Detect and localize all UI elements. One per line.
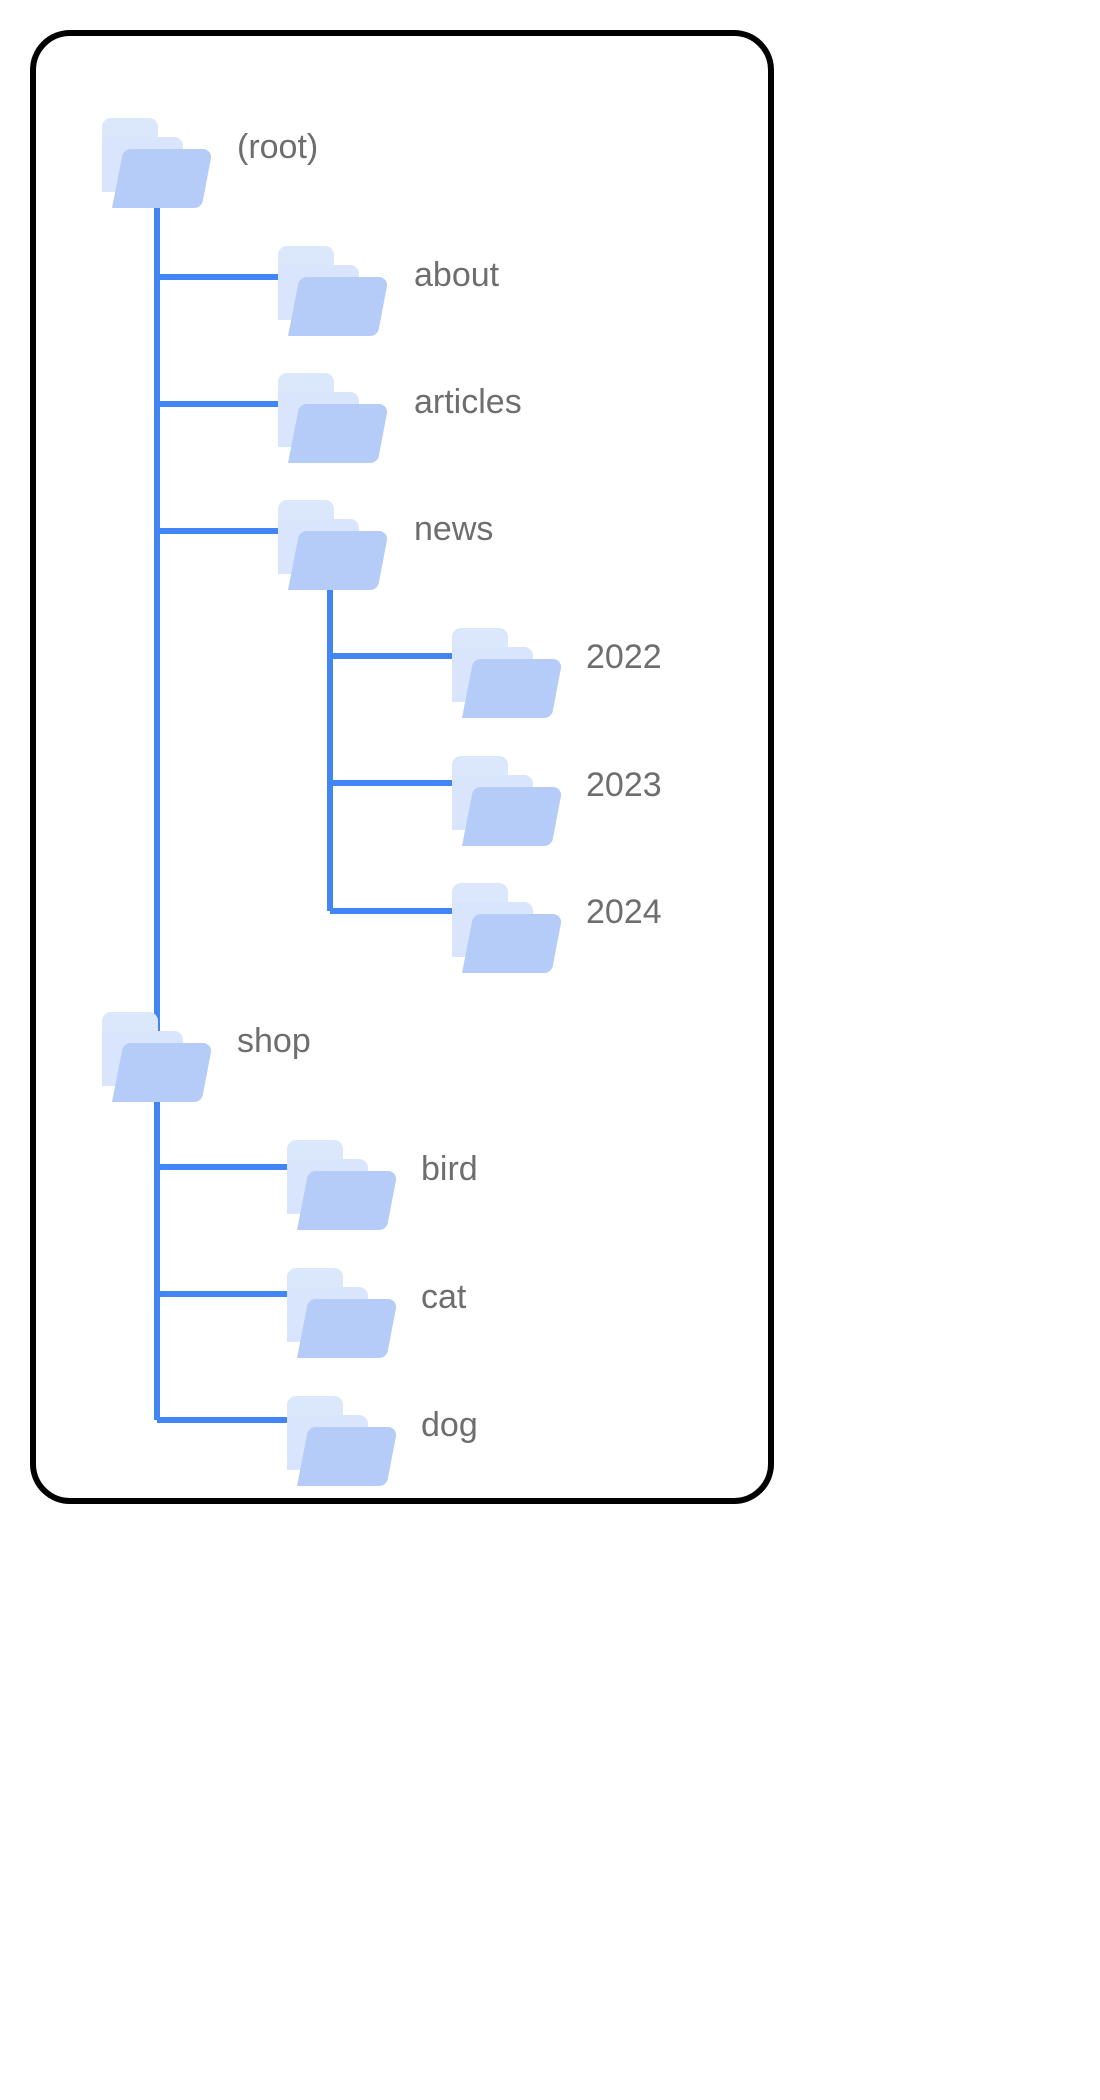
folder-icon-news2022[interactable] — [452, 628, 562, 719]
folder-icon-news2023[interactable] — [452, 756, 562, 847]
node-label-bird[interactable]: bird — [421, 1150, 478, 1188]
folder-icon-bird[interactable] — [287, 1140, 397, 1231]
folder-icon-news[interactable] — [278, 500, 388, 591]
folder-icon-news2024[interactable] — [452, 883, 562, 974]
folder-icon-root[interactable] — [102, 118, 212, 209]
folder-icon-cat[interactable] — [287, 1268, 397, 1359]
node-label-news2023[interactable]: 2023 — [586, 766, 662, 804]
folder-icon-articles[interactable] — [278, 373, 388, 464]
node-label-root[interactable]: (root) — [237, 128, 318, 166]
folder-icon-shop[interactable] — [102, 1012, 212, 1103]
node-label-about[interactable]: about — [414, 256, 500, 294]
node-label-dog[interactable]: dog — [421, 1406, 478, 1444]
node-label-shop[interactable]: shop — [237, 1022, 311, 1060]
folder-icon-dog[interactable] — [287, 1396, 397, 1487]
tree-connectors — [154, 180, 465, 1423]
node-label-news2022[interactable]: 2022 — [586, 638, 662, 676]
node-label-articles[interactable]: articles — [414, 383, 522, 421]
node-label-news[interactable]: news — [414, 510, 493, 548]
node-labels: (root) about articles news 2022 2023 2024 shop b… — [237, 128, 662, 1444]
node-label-cat[interactable]: cat — [421, 1278, 467, 1316]
node-label-news2024[interactable]: 2024 — [586, 893, 662, 931]
folder-icon-about[interactable] — [278, 246, 388, 337]
